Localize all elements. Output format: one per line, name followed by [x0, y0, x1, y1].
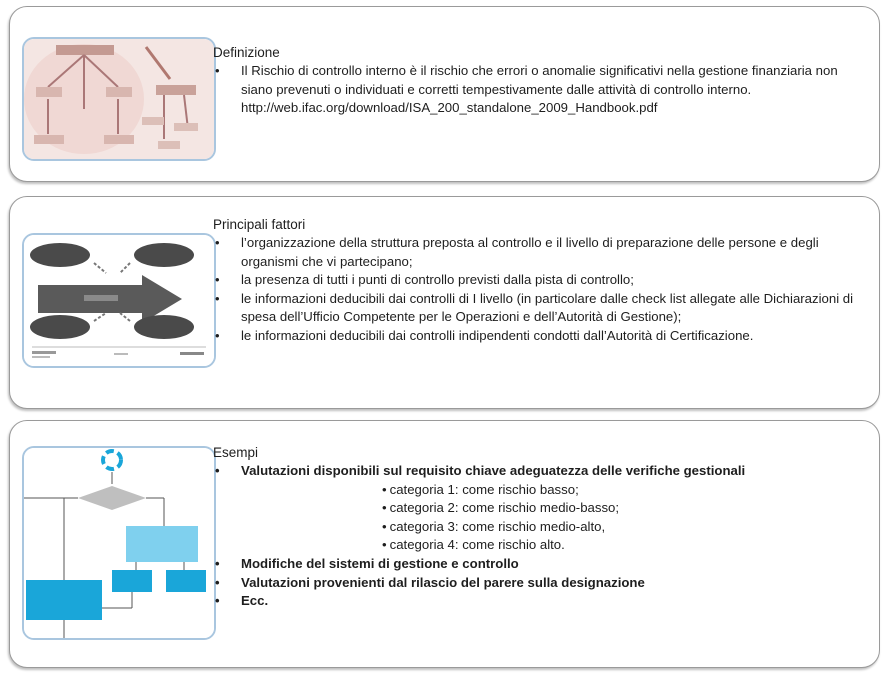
bullet-item: l’organizzazione della struttura prepost…: [213, 234, 869, 271]
bullet-item: Il Rischio di controllo interno è il ris…: [213, 62, 869, 99]
card-definizione: Definizione Il Rischio di controllo inte…: [9, 6, 880, 182]
card-esempi: Esempi Valutazioni disponibili sul requi…: [9, 420, 880, 668]
sub-item: •categoria 2: come rischio medio-basso;: [382, 499, 869, 518]
section-heading: Principali fattori: [213, 217, 306, 232]
card-principali-fattori: Principali fattori l’organizzazione dell…: [9, 196, 880, 409]
bullet-item: Ecc.: [213, 592, 869, 611]
bullet-dot: •: [382, 500, 387, 516]
sub-item: •categoria 4: come rischio alto.: [382, 536, 869, 555]
bullet-dot: •: [382, 518, 387, 534]
bullet-item: le informazioni deducibili dai controlli…: [213, 290, 869, 327]
factors-diagram-thumbnail: [22, 233, 216, 368]
bullet-item: la presenza di tutti i punti di controll…: [213, 271, 869, 290]
bullet-item-text: Valutazioni disponibili sul requisito ch…: [241, 463, 746, 478]
sub-item-text: categoria 3: come rischio medio-alto,: [389, 518, 606, 534]
sub-item-text: categoria 2: come rischio medio-basso;: [389, 500, 620, 516]
risk-diagram-thumbnail: [22, 37, 216, 161]
bullet-item: Valutazioni provenienti dal rilascio del…: [213, 574, 869, 593]
sub-item-text: categoria 4: come rischio alto.: [389, 537, 565, 553]
reference-link[interactable]: http://web.ifac.org/download/ISA_200_sta…: [241, 100, 658, 116]
bullet-item: Modifiche del sistemi di gestione e cont…: [213, 555, 869, 574]
bullet-item: le informazioni deducibili dai controlli…: [213, 327, 869, 346]
section-heading: Definizione: [213, 45, 280, 60]
fattori-content: Principali fattori l’organizzazione dell…: [213, 216, 869, 346]
esempi-content: Esempi Valutazioni disponibili sul requi…: [213, 444, 869, 611]
flowchart-thumbnail: [22, 446, 216, 640]
sub-item-text: categoria 1: come rischio basso;: [389, 481, 579, 497]
bullet-item: Valutazioni disponibili sul requisito ch…: [213, 462, 869, 555]
bullet-dot: •: [382, 537, 387, 553]
sub-item: •categoria 1: come rischio basso;: [382, 481, 869, 500]
bullet-dot: •: [382, 481, 387, 497]
sub-list: •categoria 1: come rischio basso; •categ…: [241, 481, 869, 555]
sub-item: •categoria 3: come rischio medio-alto,: [382, 518, 869, 537]
section-heading: Esempi: [213, 445, 259, 460]
definizione-content: Definizione Il Rischio di controllo inte…: [213, 44, 869, 118]
